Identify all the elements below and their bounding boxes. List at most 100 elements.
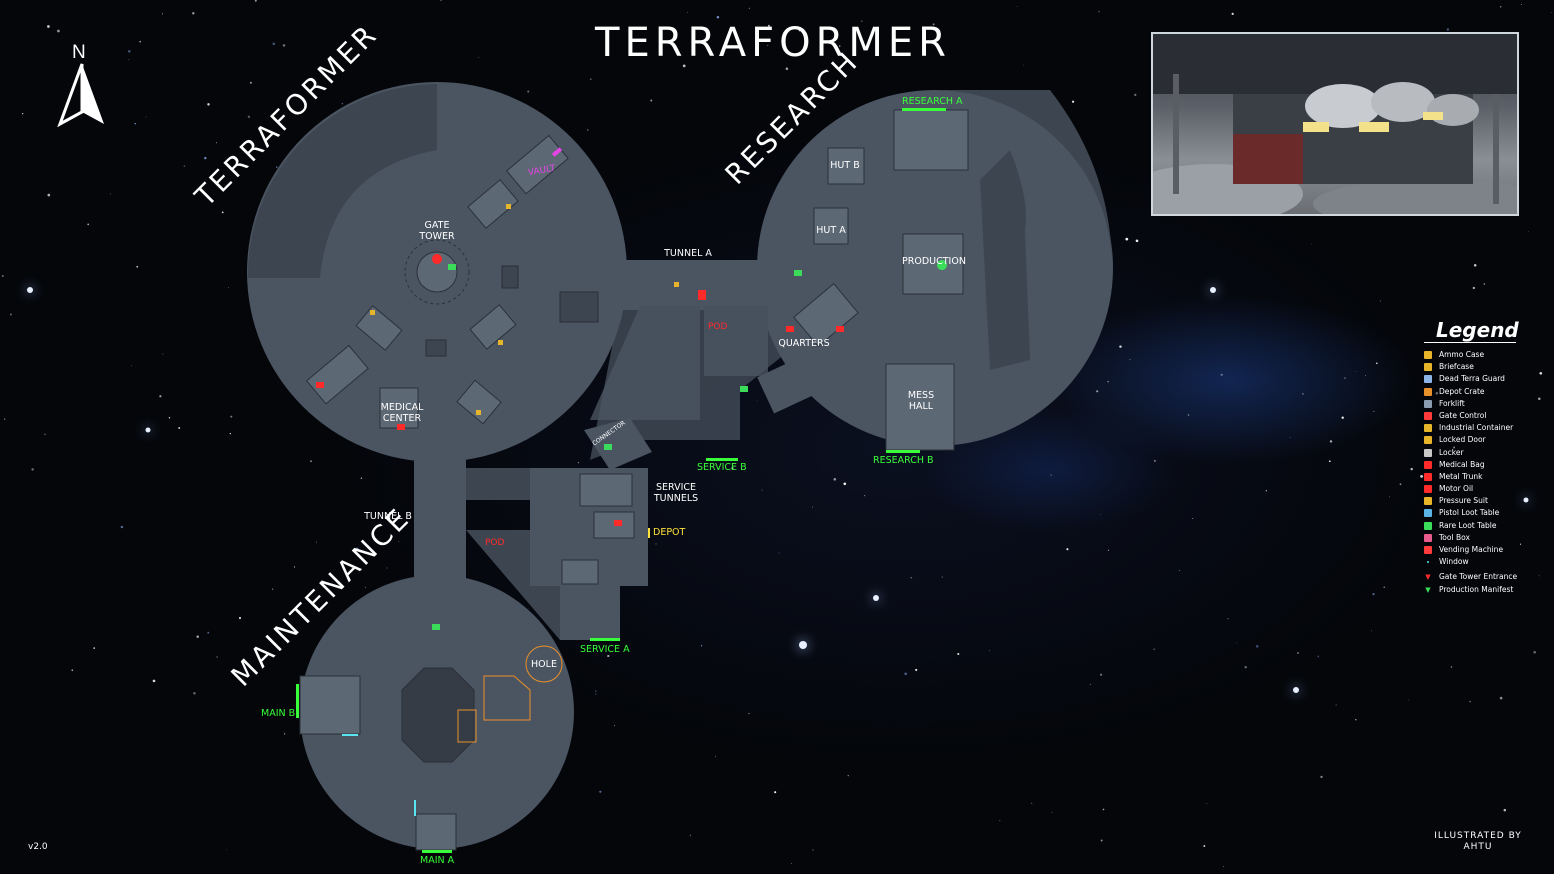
star [1473,264,1477,267]
star [910,576,913,579]
ammo-case-icon [1424,351,1432,359]
star [1289,437,1291,438]
star [249,81,252,84]
star [589,78,592,80]
entrance-service-b: SERVICE B [697,462,747,473]
star [689,834,691,836]
star [3,418,6,420]
star [134,122,137,125]
star [528,608,530,609]
star [838,45,841,47]
station-render-illustration [1153,34,1517,214]
star [655,543,657,545]
star [9,313,12,316]
north-compass: N [56,42,108,132]
star [731,467,734,470]
star [1231,12,1234,16]
star [1317,655,1320,658]
star [57,29,60,33]
star [1071,100,1075,103]
star [316,541,317,543]
north-arrow-icon [57,63,104,128]
bright-star [1293,687,1299,693]
star [1125,237,1129,241]
star [957,652,960,656]
star [272,42,276,46]
area-tunnel-b: TUNNEL B [364,511,412,522]
star [1499,696,1503,700]
star [682,64,686,68]
star [1399,483,1402,486]
star [356,547,359,551]
star [293,566,296,568]
star [791,863,792,864]
star [599,790,602,793]
star [1538,575,1540,577]
legend-item-label: Dead Terra Guard [1439,374,1505,384]
star [1119,345,1122,348]
gate-control-icon [1424,411,1432,420]
bright-star [1210,287,1216,293]
legend-item-label: Medical Bag [1439,459,1485,469]
star [812,506,814,508]
star [271,588,274,590]
star [1355,370,1357,372]
star [1435,391,1439,395]
star [1203,845,1206,847]
entrance-main-b: MAIN B [261,708,296,719]
star [1187,414,1190,416]
star [1379,300,1381,302]
bright-star [1523,497,1529,503]
star [1244,666,1247,669]
star [1335,704,1337,706]
pressure-suit-icon [1424,497,1432,506]
star [1099,514,1101,516]
star [47,193,51,197]
depot-label: DEPOT [653,527,686,538]
star [1107,381,1109,383]
star [1372,593,1375,596]
entrance-service-a: SERVICE A [580,644,630,655]
star [1153,648,1155,650]
legend-item: Rare Loot Table [1424,520,1544,532]
star [595,690,597,692]
legend-item-label: Forklift [1439,398,1465,408]
map-title: TERRAFORMER [595,20,951,66]
star [139,40,141,43]
legend-item: Locked Door [1424,434,1544,446]
star [527,90,530,93]
illustrator-credit: ILLUSTRATED BY AHTU [1434,831,1522,852]
area-mess-hall: MESS HALL [907,390,935,412]
legend-item-label: Depot Crate [1439,386,1485,396]
star [258,129,259,131]
star [1551,12,1553,13]
star [833,478,837,481]
map-pin-red-icon: ▼ [1425,573,1431,582]
star [178,426,181,430]
star [1410,467,1413,471]
map-pin-red-icon [432,253,443,278]
window-icon [1427,561,1429,564]
legend-item: Vending Machine [1424,544,1544,556]
star [1023,64,1025,66]
locker-icon [1424,448,1432,457]
star [193,692,196,695]
star [1051,811,1053,813]
legend-item: Forklift [1424,398,1544,410]
star [1375,362,1378,365]
maintenance-sector [299,575,574,851]
star [310,460,312,462]
star [1408,699,1409,701]
star [364,586,366,588]
star [785,67,789,70]
legend-item-label: Gate Tower Entrance [1439,572,1518,582]
window-marks [342,734,416,816]
legend-item-label: Industrial Container [1439,423,1514,433]
star [1344,377,1346,379]
star [161,13,163,15]
bright-star [799,641,807,649]
star [1520,4,1522,5]
star [1519,543,1522,545]
toolbox-icon [1424,533,1432,542]
star [229,433,231,435]
